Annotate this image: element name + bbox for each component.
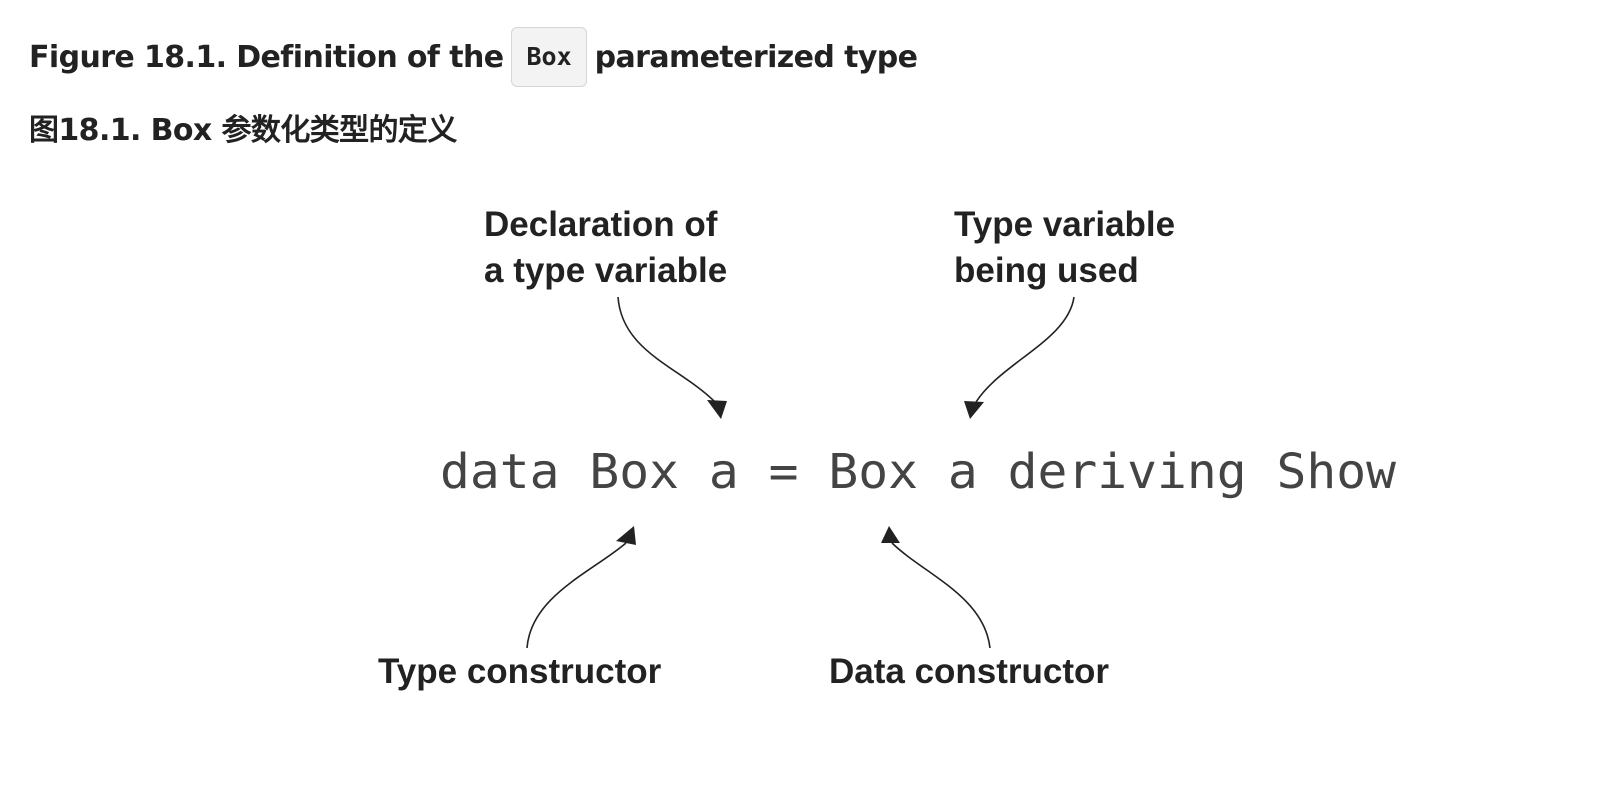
caption-suffix: parameterized type	[594, 39, 918, 75]
label-data-constructor: Data constructor	[829, 652, 1109, 691]
label-declaration-line2: a type variable	[484, 251, 727, 290]
caption-prefix: Figure 18.1. Definition of the	[29, 39, 504, 75]
figure-caption-english: Figure 18.1. Definition of the Box param…	[29, 26, 918, 88]
inline-code-box: Box	[511, 27, 587, 87]
arrow-to-data-constructor	[881, 526, 991, 649]
label-type-var-used-line1: Type variable	[954, 205, 1175, 244]
arrow-to-used-type-variable	[964, 296, 1075, 419]
code-line: data Box a = Box a deriving Show	[440, 444, 1396, 500]
arrow-to-declared-type-variable	[617, 296, 727, 419]
figure-caption-chinese: 图18.1. Box 参数化类型的定义	[29, 113, 457, 148]
label-type-constructor: Type constructor	[378, 652, 662, 691]
arrow-to-type-constructor	[526, 526, 636, 649]
label-type-var-used-line2: being used	[954, 251, 1139, 290]
label-declaration-line1: Declaration of	[484, 205, 718, 244]
